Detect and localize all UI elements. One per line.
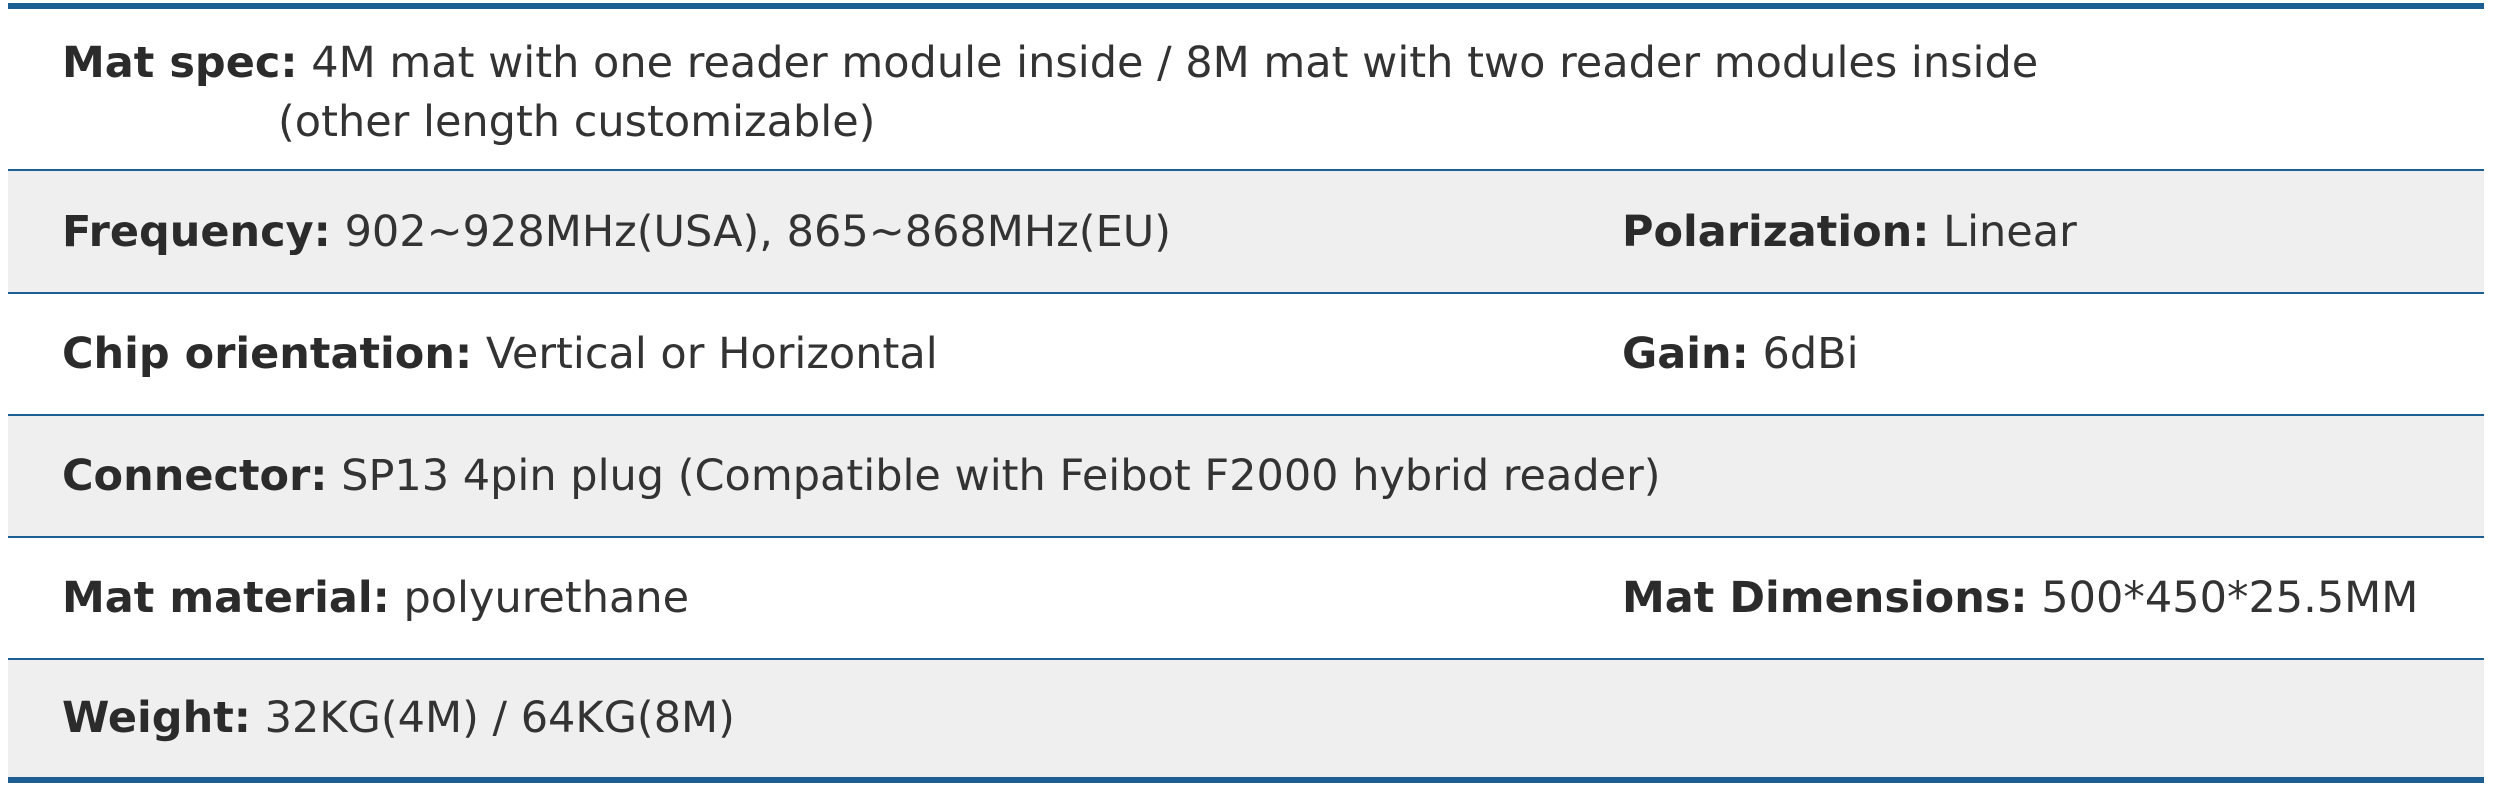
gain-value: 6dBi [1762,329,1859,379]
spec-row-connector: Connector: SP13 4pin plug (Compatible wi… [8,416,2484,538]
top-rule [8,3,2484,9]
mat-spec-cell: Mat spec: 4M mat with one reader module … [62,34,2038,93]
polarization-value: Linear [1943,207,2077,257]
spec-table: Mat spec: 4M mat with one reader module … [8,0,2484,787]
mat-dimensions-value: 500*450*25.5MM [2041,573,2419,623]
polarization-cell: Polarization: Linear [1622,203,2077,262]
frequency-cell: Frequency: 902~928MHz(USA), 865~868MHz(E… [62,203,1171,262]
connector-value: SP13 4pin plug (Compatible with Feibot F… [341,451,1661,501]
frequency-value: 902~928MHz(USA), 865~868MHz(EU) [344,207,1171,257]
weight-label: Weight: [62,693,251,743]
connector-label: Connector: [62,451,328,501]
chip-orientation-value: Vertical or Horizontal [485,329,938,379]
mat-material-cell: Mat material: polyurethane [62,569,689,628]
frequency-label: Frequency: [62,207,331,257]
mat-dimensions-label: Mat Dimensions: [1622,573,2028,623]
mat-spec-value: 4M mat with one reader module inside / 8… [311,38,2039,88]
gain-label: Gain: [1622,329,1749,379]
gain-cell: Gain: 6dBi [1622,325,1859,384]
polarization-label: Polarization: [1622,207,1930,257]
spec-row-mat-material: Mat material: polyurethane Mat Dimension… [8,538,2484,660]
chip-orientation-label: Chip orientation: [62,329,473,379]
weight-cell: Weight: 32KG(4M) / 64KG(8M) [62,689,735,748]
weight-value: 32KG(4M) / 64KG(8M) [264,693,735,743]
spec-row-frequency: Frequency: 902~928MHz(USA), 865~868MHz(E… [8,171,2484,294]
mat-material-label: Mat material: [62,573,390,623]
mat-spec-label: Mat spec: [62,38,298,88]
spec-row-mat-spec: Mat spec: 4M mat with one reader module … [8,9,2484,171]
connector-cell: Connector: SP13 4pin plug (Compatible wi… [62,447,1661,506]
chip-orientation-cell: Chip orientation: Vertical or Horizontal [62,325,938,384]
mat-spec-value-line2: (other length customizable) [278,97,876,147]
spec-row-chip-orientation: Chip orientation: Vertical or Horizontal… [8,294,2484,416]
mat-dimensions-cell: Mat Dimensions: 500*450*25.5MM [1622,569,2418,628]
spec-row-weight: Weight: 32KG(4M) / 64KG(8M) [8,660,2484,777]
mat-material-value: polyurethane [403,573,690,623]
bottom-rule [8,777,2484,783]
